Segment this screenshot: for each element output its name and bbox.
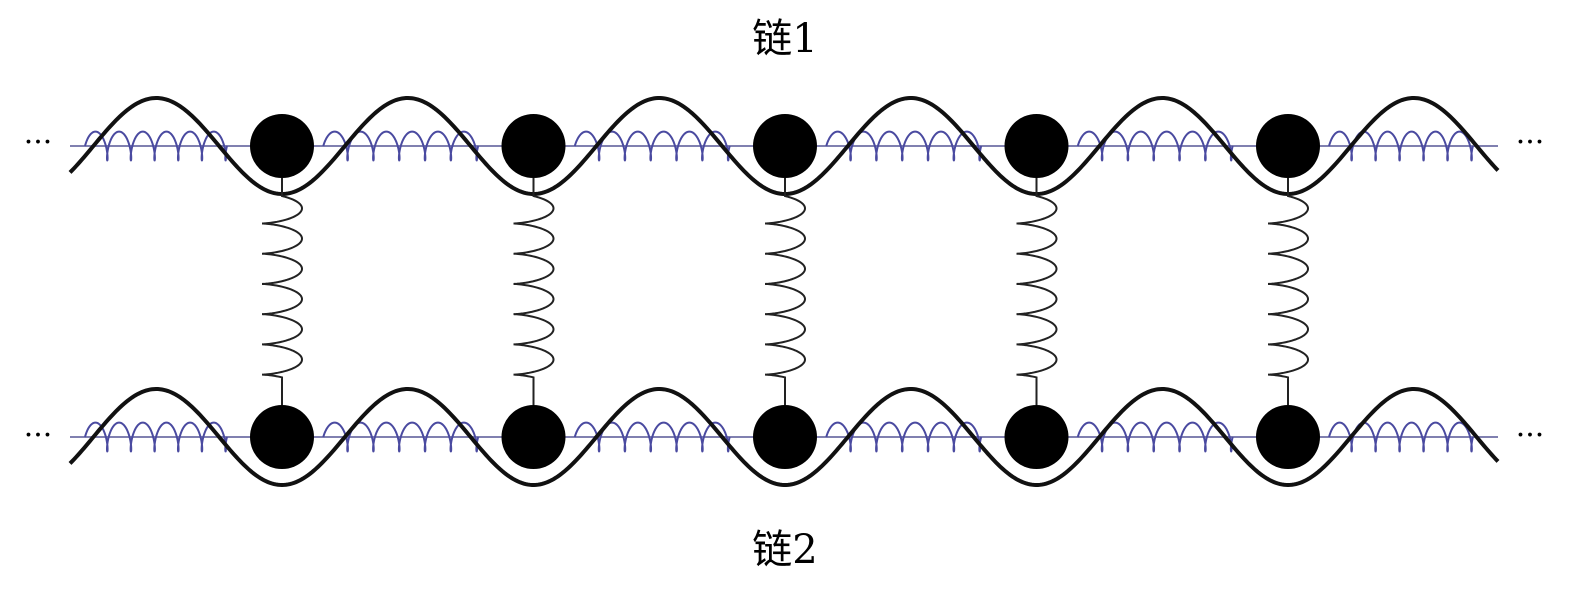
vertical-spring-2 <box>513 178 555 405</box>
chain2-label: 链2 <box>752 527 817 573</box>
chain2-mass-2 <box>501 405 566 469</box>
vertical-spring-5 <box>1267 178 1310 405</box>
chain2-left-ellipsis: ··· <box>24 418 53 453</box>
chain1-left-ellipsis: ··· <box>24 125 53 160</box>
chain1-horizontal-spring <box>1076 130 1234 162</box>
chain2-horizontal-spring <box>322 421 480 453</box>
vertical-spring-3 <box>764 178 807 405</box>
chain1-mass-3 <box>753 114 817 178</box>
chain2-right-ellipsis: ··· <box>1516 418 1545 453</box>
chain1-mass-2 <box>501 114 566 178</box>
chain1-mass-5 <box>1256 114 1320 178</box>
chain2-mass-4 <box>1004 405 1069 469</box>
chain1-horizontal-spring <box>573 130 731 162</box>
horizontal-springs <box>84 130 1474 453</box>
chain1-label: 链1 <box>752 16 817 62</box>
vertical-spring-1 <box>261 178 304 405</box>
chain1-horizontal-spring <box>322 130 480 162</box>
chain1-horizontal-spring <box>84 130 228 162</box>
chain2-wave <box>68 386 1500 488</box>
vertical-spring-4 <box>1016 178 1058 405</box>
chain2-horizontal-spring <box>825 421 983 453</box>
chain1-horizontal-spring <box>825 130 983 162</box>
vertical-springs <box>261 178 1310 405</box>
chain2-horizontal-spring <box>1076 421 1234 453</box>
chain1-right-ellipsis: ··· <box>1516 125 1545 160</box>
chain2-mass-5 <box>1256 405 1320 469</box>
chain1-mass-4 <box>1004 114 1069 178</box>
chain2-mass-1 <box>250 405 314 469</box>
masses <box>250 114 1320 469</box>
chain1-mass-1 <box>250 114 314 178</box>
chain2-mass-3 <box>753 405 817 469</box>
chain2-horizontal-spring <box>84 421 228 453</box>
chain2-horizontal-spring <box>573 421 731 453</box>
